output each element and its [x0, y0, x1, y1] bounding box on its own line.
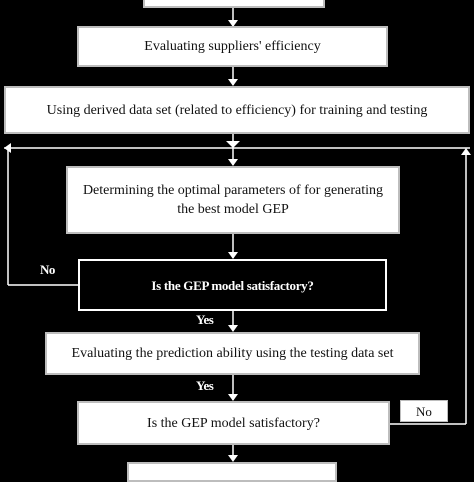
decision-1-text: Is the GEP model satisfactory? [151, 277, 314, 293]
evaluate-prediction-box: Evaluating the prediction ability using … [45, 332, 420, 375]
optimal-params-text-line2: the best model GEP [177, 202, 289, 217]
arrowhead-down-icon [228, 252, 238, 259]
yes-label-1: Yes [196, 312, 214, 327]
arrowhead-down-icon [228, 159, 238, 166]
decision-box-2: Is the GEP model satisfactory? [77, 401, 390, 445]
evaluate-prediction-text: Evaluating the prediction ability using … [71, 346, 394, 361]
arrowhead-up-icon [461, 148, 471, 155]
optimal-params-box: Determining the optimal parameters of fo… [66, 166, 400, 234]
bottom-step-box [127, 462, 337, 482]
training-testing-text: Using derived data set (related to effic… [46, 102, 428, 118]
arrowhead-down-icon [228, 455, 238, 462]
evaluate-efficiency-box: Evaluating suppliers' efficiency [77, 26, 388, 67]
evaluate-efficiency-text: Evaluating suppliers' efficiency [144, 39, 321, 54]
decision-box-1: Is the GEP model satisfactory? [78, 259, 387, 311]
arrowhead-down-icon [228, 20, 238, 27]
yes-label-2: Yes [196, 378, 214, 393]
arrowhead-down-icon [228, 79, 238, 86]
no-label-1: No [40, 262, 55, 277]
optimal-params-text-line1: Determining the optimal parameters of fo… [82, 183, 384, 198]
top-step-box [143, 0, 325, 8]
training-testing-box: Using derived data set (related to effic… [4, 86, 470, 134]
arrowhead-merge-icon [226, 141, 240, 148]
no-label-2: No [416, 403, 432, 419]
decision-2-text: Is the GEP model satisfactory? [147, 415, 320, 431]
arrowhead-left-icon [4, 143, 11, 153]
arrowhead-down-icon [228, 325, 238, 332]
arrowhead-down-icon [228, 394, 238, 401]
no-label-box: No [400, 400, 448, 422]
